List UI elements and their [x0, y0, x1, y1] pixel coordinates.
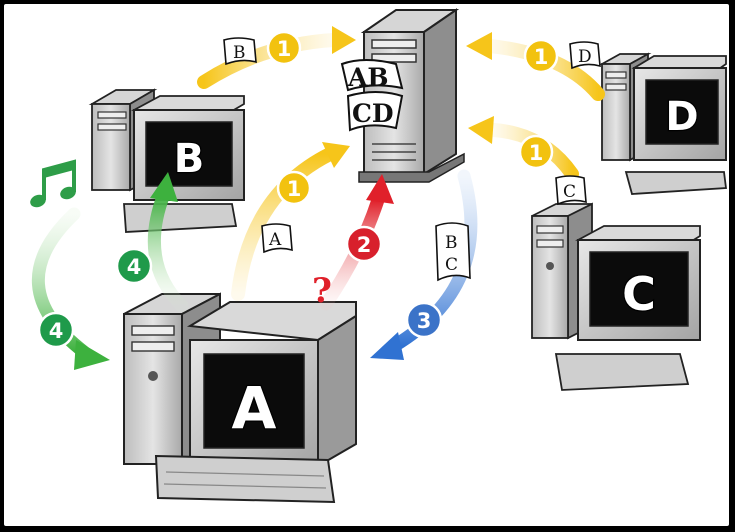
- svg-text:4: 4: [127, 255, 142, 279]
- step4-badge-a: 4: [39, 313, 73, 347]
- step2-badge: 2: [347, 227, 381, 261]
- step1-arrow-from-a: [238, 142, 350, 294]
- computer-c-label: C: [622, 267, 656, 321]
- svg-text:D: D: [578, 47, 592, 67]
- computer-d-label: D: [665, 94, 698, 140]
- svg-text:B: B: [445, 233, 458, 253]
- chunk-tag-d: D: [570, 42, 600, 68]
- music-note-icon: [28, 162, 77, 209]
- step1-arrow-from-c: [468, 116, 572, 174]
- server-chunk-stack: AB CD: [342, 60, 402, 130]
- computer-b: B: [92, 90, 244, 232]
- svg-text:1: 1: [277, 37, 292, 61]
- step4-badge-b: 4: [117, 249, 151, 283]
- step1-badge-c: 1: [520, 136, 552, 168]
- chunk-tag-b: B: [224, 38, 256, 64]
- svg-text:2: 2: [357, 233, 372, 257]
- svg-text:C: C: [445, 255, 458, 275]
- step1-badge-a: 1: [278, 172, 310, 204]
- step1-badge-b: 1: [268, 32, 300, 64]
- computer-b-label: B: [174, 136, 205, 182]
- chunk-tag-a: A: [262, 224, 292, 252]
- file-sharing-diagram: AB CD D B C: [4, 4, 729, 526]
- svg-text:B: B: [233, 43, 246, 63]
- computer-a-label: A: [232, 374, 277, 442]
- computer-a: A: [124, 294, 356, 502]
- svg-text:4: 4: [49, 319, 64, 343]
- diagram-canvas: AB CD D B C: [4, 4, 729, 526]
- question-mark-icon: ?: [312, 271, 332, 311]
- svg-text:1: 1: [534, 45, 549, 69]
- svg-text:1: 1: [287, 177, 302, 201]
- svg-text:3: 3: [417, 309, 432, 333]
- server-chunk-cd: CD: [352, 99, 394, 128]
- svg-text:A: A: [268, 230, 282, 250]
- step1-badge-d: 1: [525, 40, 557, 72]
- chunk-tag-bc: B C: [436, 223, 470, 280]
- svg-text:1: 1: [529, 141, 544, 165]
- chunk-tag-c: C: [556, 176, 586, 204]
- computer-d: D: [602, 54, 726, 194]
- svg-text:C: C: [563, 182, 576, 202]
- computer-c: C: [532, 204, 700, 390]
- step3-badge: 3: [407, 303, 441, 337]
- server-chunk-ab: AB: [347, 63, 389, 92]
